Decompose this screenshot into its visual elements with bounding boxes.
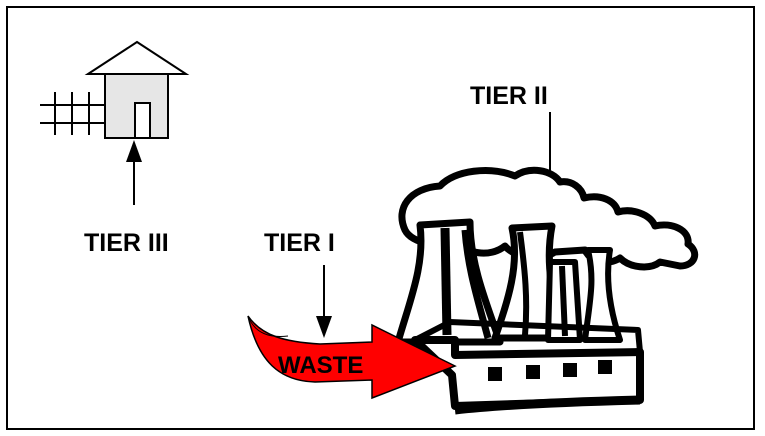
tier-ii-label: TIER II (470, 82, 548, 110)
tier-i-label: TIER I (264, 229, 335, 257)
waste-arrow-icon (247, 315, 457, 400)
fence-icon (40, 92, 108, 135)
tier-iii-arrow (126, 140, 142, 205)
waste-label: WASTE (278, 352, 364, 379)
tier-iii-label: TIER III (84, 229, 169, 257)
power-plant-icon (394, 166, 699, 415)
tier-i-arrow (316, 265, 332, 338)
house-icon (84, 40, 190, 139)
